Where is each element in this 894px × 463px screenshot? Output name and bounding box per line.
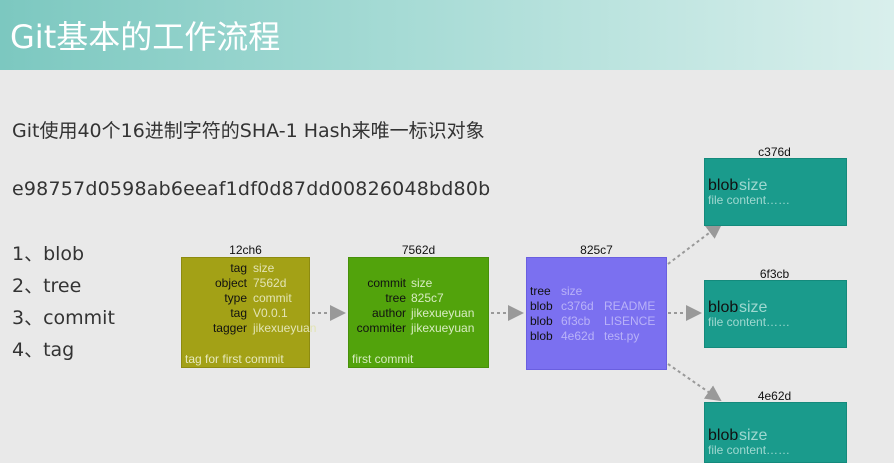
field-value: commit — [253, 291, 292, 305]
field-value: size — [739, 177, 768, 194]
field-value: jikexueyuan — [411, 321, 475, 335]
blob-content: file content…… — [708, 443, 791, 457]
field-value: size — [253, 261, 275, 275]
field-value: size — [739, 427, 768, 444]
field-key: tag — [230, 261, 247, 275]
list-item: 3、commit — [12, 307, 115, 329]
list-item: 2、tree — [12, 275, 82, 297]
field-value: 825c7 — [411, 291, 444, 305]
tree-object-id: 825c7 — [580, 243, 613, 257]
arrow-tree-to-blob-3 — [667, 363, 722, 402]
field-key: type — [224, 291, 247, 305]
field-name: test.py — [604, 329, 640, 343]
field-key: tree — [385, 291, 406, 305]
field-key: author — [371, 306, 406, 320]
tree-object: tree size blob c376d README blob 6f3cb LISENC… — [526, 257, 667, 370]
field-value: size — [561, 284, 583, 298]
field-value: jikexueyuan — [253, 321, 317, 335]
list-item: 1、blob — [12, 243, 85, 265]
blob-content: file content…… — [708, 193, 791, 207]
tag-object-id: 12ch6 — [229, 243, 262, 257]
object-type-list: 1、blob 2、tree 3、commit 4、tag — [12, 240, 115, 368]
blob-content: file content…… — [708, 315, 791, 329]
field-key: blob — [708, 299, 739, 316]
field-key: blob — [530, 314, 553, 328]
blob-object-id: c376d — [758, 145, 791, 159]
field-key: commit — [367, 276, 406, 290]
blob-object-id: 6f3cb — [759, 267, 790, 281]
field-value: V0.0.1 — [253, 306, 288, 320]
sha1-example: e98757d0598ab6eeaf1df0d87dd00826048bd80b — [12, 178, 491, 200]
slide-title: Git基本的工作流程 — [10, 18, 281, 56]
field-key: object — [214, 276, 247, 290]
arrow-tree-to-blob-1 — [667, 222, 723, 265]
commit-message: first commit — [352, 352, 414, 366]
field-key: blob — [708, 427, 739, 444]
intro-text: Git使用40个16进制字符的SHA-1 Hash来唯一标识对象 — [12, 120, 485, 142]
field-key: blob — [530, 329, 553, 343]
field-key: tag — [230, 306, 247, 320]
blob-object-id: 4e62d — [757, 389, 792, 403]
field-key: blob — [530, 299, 553, 313]
list-item: 4、tag — [12, 339, 75, 361]
tag-message: tag for first commit — [185, 352, 284, 366]
field-name: README — [604, 299, 656, 313]
field-value: jikexueyuan — [411, 306, 475, 320]
field-key: commiter — [356, 321, 406, 335]
field-name: LISENCE — [604, 314, 656, 328]
field-value: c376d — [561, 299, 594, 313]
commit-object-id: 7562d — [401, 243, 436, 257]
field-key: tagger — [212, 321, 247, 335]
title-banner: Git基本的工作流程 — [0, 0, 894, 70]
field-value: 7562d — [253, 276, 287, 290]
field-value: size — [411, 276, 433, 290]
field-value: 6f3cb — [561, 314, 591, 328]
field-key: blob — [708, 177, 739, 194]
field-value: size — [739, 299, 768, 316]
commit-object: commit size tree 825c7 author jikexueyuan c… — [348, 257, 489, 368]
field-key: tree — [530, 284, 551, 298]
field-value: 4e62d — [561, 329, 595, 343]
